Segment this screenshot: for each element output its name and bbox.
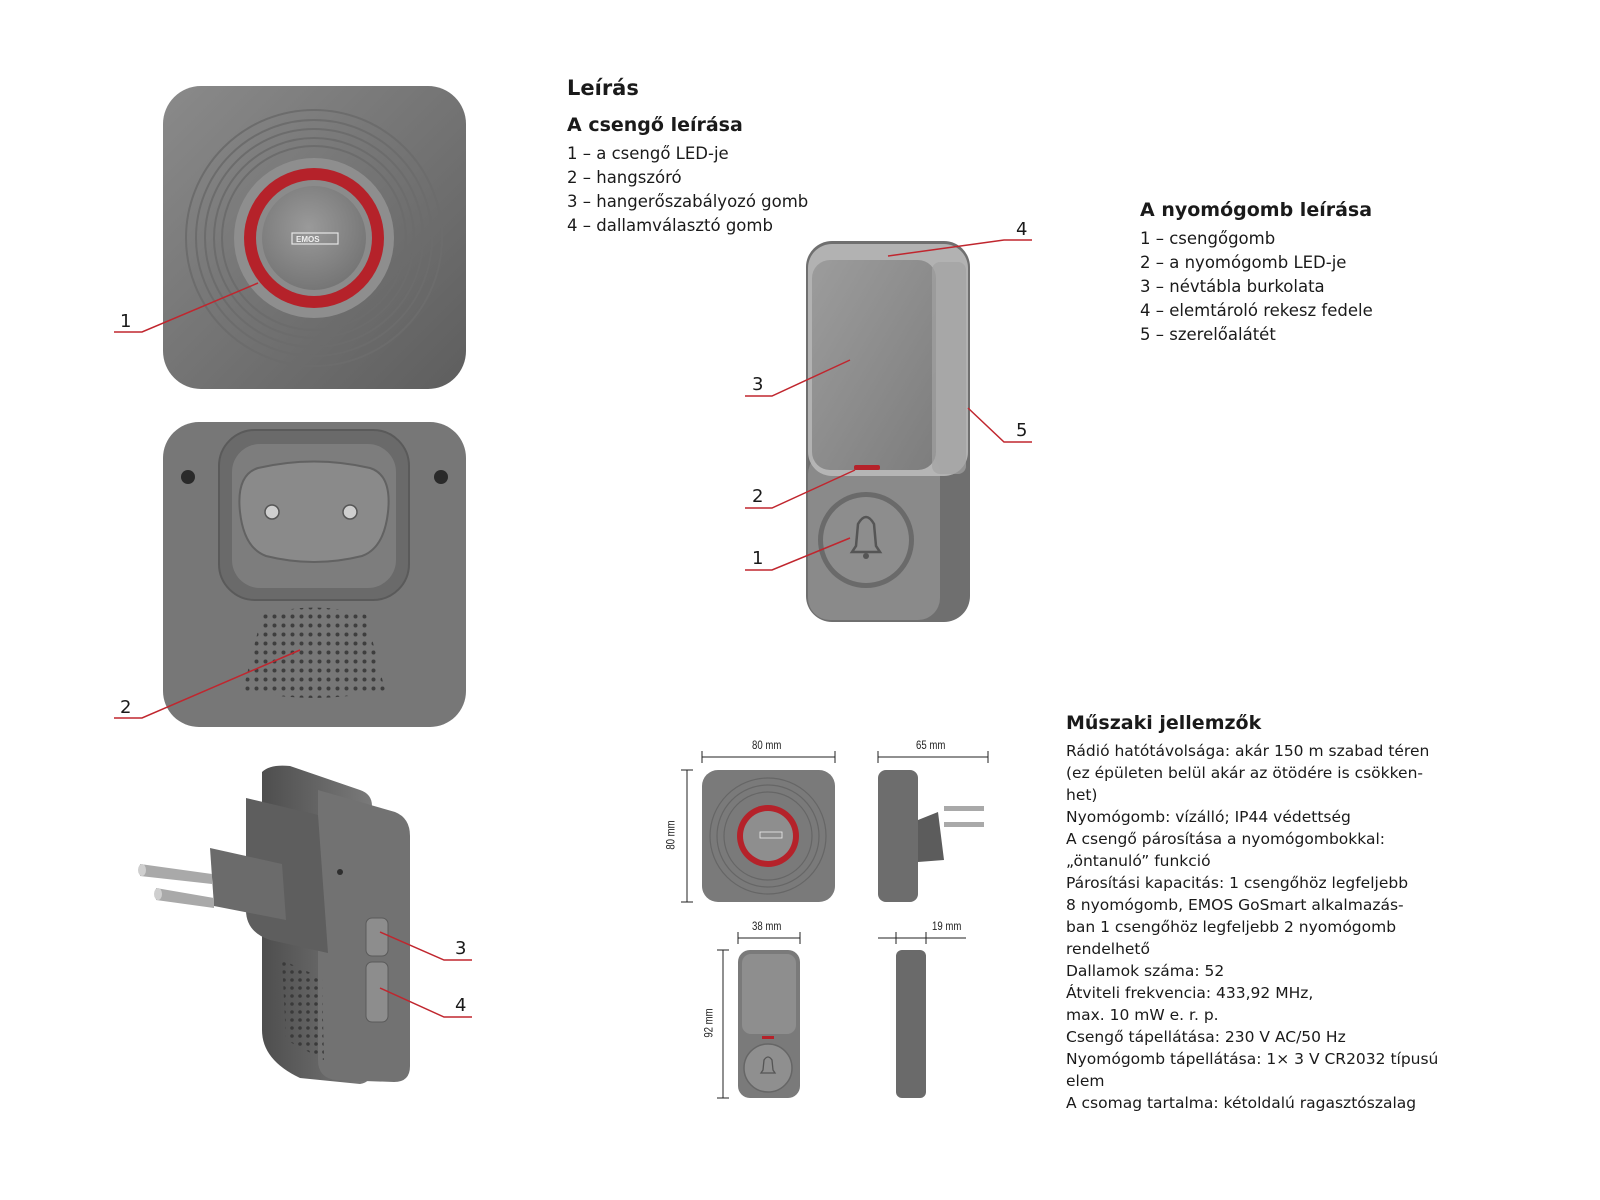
spec-line: Átviteli frekvencia: 433,92 MHz, — [1066, 984, 1314, 1002]
spec-line: Párosítási kapacitás: 1 csengőhöz legfel… — [1066, 874, 1409, 892]
button-item-battery-cover: 4 – elemtároló rekesz fedele — [1140, 301, 1373, 320]
spec-line: A csomag tartalma: kétoldalú ragasztósza… — [1066, 1094, 1417, 1112]
callout-button-led: 2 — [752, 486, 764, 507]
bell-description-list: 1 – a csengő LED-je 2 – hangszóró 3 – ha… — [567, 142, 808, 238]
bell-front-view — [163, 86, 466, 389]
callout-button-bell: 1 — [752, 548, 764, 569]
callout-button-nameplate: 3 — [752, 374, 764, 395]
emos-logo-front: EMOS — [296, 235, 320, 244]
dim-button-height: 92 mm — [701, 1008, 716, 1038]
callout-button-mount: 5 — [1016, 420, 1028, 441]
dim-bell-depth: 65 mm — [916, 738, 946, 752]
dimension-drawings — [681, 751, 989, 1099]
melody-button — [365, 961, 389, 1023]
bell-item-speaker: 2 – hangszóró — [567, 168, 682, 187]
spec-line: Csengő tápellátása: 230 V AC/50 Hz — [1066, 1028, 1346, 1046]
section-title-description: Leírás — [567, 76, 639, 100]
specs-heading: Műszaki jellemzők — [1066, 712, 1262, 734]
spec-line: Nyomógomb: vízálló; IP44 védettség — [1066, 808, 1351, 826]
button-item-led: 2 – a nyomógomb LED-je — [1140, 253, 1347, 272]
button-description-heading: A nyomógomb leírása — [1140, 199, 1373, 221]
dim-bell-height: 80 mm — [663, 820, 678, 850]
bell-item-led: 1 – a csengő LED-je — [567, 144, 729, 163]
plug-pin-top — [140, 864, 212, 884]
plug-pin-bottom — [156, 888, 214, 908]
bell-item-melody: 4 – dallamválasztó gomb — [567, 216, 773, 235]
push-button-view — [806, 241, 970, 622]
dim-button-width: 38 mm — [752, 919, 782, 933]
dim-bell-width: 80 mm — [752, 738, 782, 752]
spec-line: ban 1 csengőhöz legfeljebb 2 nyomógomb — [1066, 918, 1397, 936]
bell-item-volume: 3 – hangerőszabályozó gomb — [567, 192, 809, 211]
specs-list: Rádió hatótávolsága: akár 150 m szabad t… — [1066, 740, 1438, 1114]
spec-line: rendelhető — [1066, 940, 1150, 958]
spec-line: het) — [1066, 786, 1098, 804]
spec-line: Dallamok száma: 52 — [1066, 962, 1225, 980]
callout-lines — [114, 239, 1032, 1018]
spec-line: elem — [1066, 1072, 1105, 1090]
spec-line: Nyomógomb tápellátása: 1× 3 V CR2032 típ… — [1066, 1050, 1439, 1068]
button-item-nameplate: 3 – névtábla burkolata — [1140, 277, 1325, 296]
bell-description-heading: A csengő leírása — [567, 114, 743, 136]
spec-line: max. 10 mW e. r. p. — [1066, 1006, 1219, 1024]
speaker-grille — [243, 607, 385, 698]
volume-button — [365, 917, 389, 957]
spec-line: Rádió hatótávolsága: akár 150 m szabad t… — [1066, 742, 1430, 760]
callout-bell-led: 1 — [120, 311, 132, 332]
callout-bell-speaker: 2 — [120, 697, 132, 718]
bell-icon — [849, 515, 883, 554]
button-description-list: 1 – csengőgomb 2 – a nyomógomb LED-je 3 … — [1140, 227, 1373, 347]
spec-line: (ez épületen belül akár az ötödére is cs… — [1066, 764, 1424, 782]
callout-bell-melody: 4 — [455, 995, 467, 1016]
spec-line: A csengő párosítása a nyomógombokkal: — [1066, 830, 1385, 848]
bell-back-view — [163, 422, 466, 727]
bell-side-view — [138, 765, 410, 1084]
dim-button-depth: 19 mm — [932, 919, 962, 933]
callout-button-battery-cover: 4 — [1016, 219, 1028, 240]
spec-line: 8 nyomógomb, EMOS GoSmart alkalmazás- — [1066, 896, 1404, 914]
button-item-mount: 5 – szerelőalátét — [1140, 325, 1276, 344]
callout-bell-volume: 3 — [455, 938, 467, 959]
button-led — [854, 465, 880, 470]
button-item-bell: 1 – csengőgomb — [1140, 229, 1276, 248]
spec-line: „öntanuló” funkció — [1066, 852, 1211, 870]
